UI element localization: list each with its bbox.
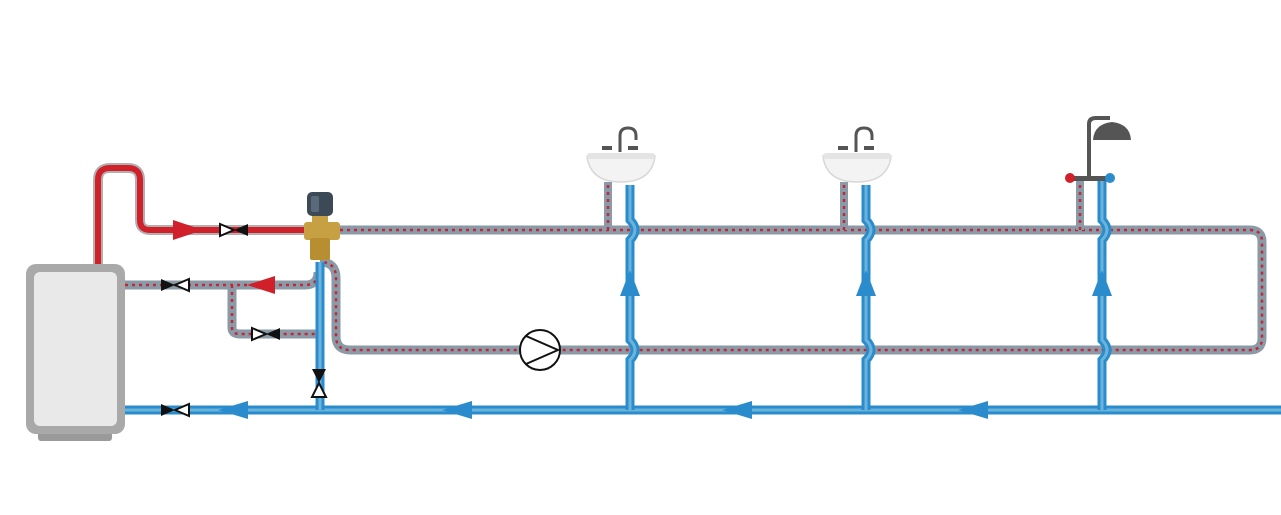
flow-arrow-icon [722,401,752,419]
flow-arrow-icon [856,270,876,296]
ball-valve-icon [310,369,328,398]
ball-valve-icon [161,277,190,293]
flow-arrow-icon [173,220,203,240]
thermostatic-mixing-valve-icon [304,192,340,260]
circulation-pump-icon [519,329,561,371]
mixed-supply-pipe [319,225,1267,355]
flow-arrow-icon [247,276,275,294]
ball-valve-icon [219,222,248,238]
shower-icon [1065,116,1131,183]
water-heater-icon [26,264,125,441]
flow-arrow-icon [958,401,988,419]
ball-valve-icon [251,326,280,342]
washbasin-icon [822,126,892,183]
cold-riser-1 [625,185,640,410]
flow-arrow-icon [442,401,472,419]
recirculation-return-pipe [125,271,323,339]
hot-supply-pipe [93,163,305,265]
flow-arrow-icon [218,401,248,419]
washbasin-icon [586,126,656,183]
ball-valve-icon [161,402,190,418]
flow-arrow-icon [620,270,640,296]
flow-arrow-icon [1092,270,1112,296]
cold-riser-2 [861,185,876,410]
